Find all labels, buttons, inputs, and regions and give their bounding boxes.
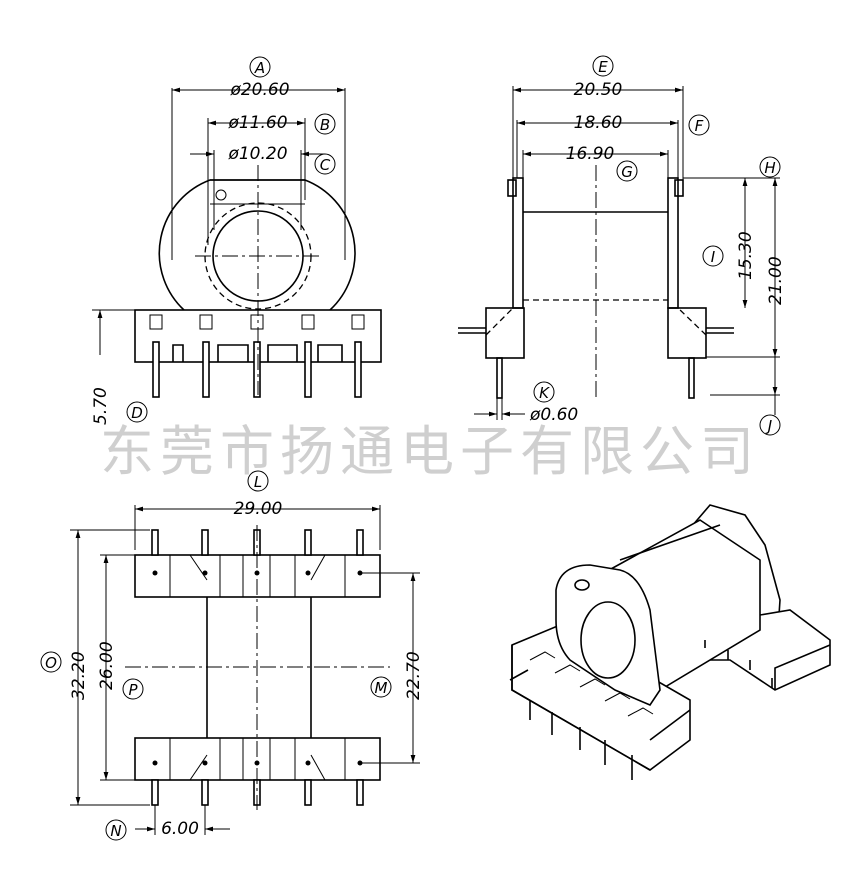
tag-L: L <box>254 473 262 491</box>
side-flange-right <box>667 177 679 309</box>
dim-N-value: 6.00 <box>161 819 199 839</box>
tag-K: K <box>539 384 550 402</box>
dim-L-value: 29.00 <box>234 499 283 519</box>
tag-G: G <box>621 163 633 181</box>
tag-B: B <box>320 116 330 134</box>
dim-B-value: ø11.60 <box>227 113 287 133</box>
watermark-text: 东莞市扬通电子有限公司 <box>100 420 760 483</box>
tag-N: N <box>110 822 121 840</box>
tag-J: J <box>765 417 772 435</box>
dim-H-value: 21.00 <box>766 256 786 305</box>
dim-G-value: 16.90 <box>566 144 615 164</box>
front-view: ø20.60 A ø11.60 B ø10.20 C 5.70 D <box>91 56 382 425</box>
dim-E-value: 20.50 <box>574 80 623 100</box>
tag-F: F <box>695 117 704 135</box>
tag-C: C <box>320 156 331 174</box>
dim-K-value: ø0.60 <box>529 405 578 425</box>
dim-M-value: 22.70 <box>404 651 424 700</box>
dim-P-value: 26.00 <box>97 641 117 690</box>
dim-O-value: 32.20 <box>69 651 89 700</box>
front-flange <box>158 179 356 311</box>
side-base-right <box>667 307 707 359</box>
dim-D-value: 5.70 <box>91 387 111 425</box>
pin1-marker-hole <box>215 189 227 201</box>
side-flange-left <box>512 177 524 309</box>
tag-O: O <box>45 654 57 672</box>
dim-A-value: ø20.60 <box>229 80 289 100</box>
tag-H: H <box>764 159 775 177</box>
dim-C-value: ø10.20 <box>227 144 287 164</box>
side-view: 20.50 E 18.60 F 16.90 G 15.30 21.00 H I … <box>458 55 786 436</box>
side-base-left <box>485 307 525 359</box>
tag-M: M <box>375 679 388 697</box>
tag-E: E <box>598 58 608 76</box>
tag-I: I <box>711 248 716 266</box>
tag-P: P <box>128 681 138 699</box>
dim-F-value: 18.60 <box>574 113 623 133</box>
isometric-view <box>509 504 831 780</box>
tag-D: D <box>131 404 143 422</box>
dim-I-value: 15.30 <box>736 231 756 280</box>
tag-A: A <box>254 59 265 77</box>
bottom-view: 29.00 L 32.20 O 26.00 P 22.70 M 6.00 N <box>40 470 424 841</box>
